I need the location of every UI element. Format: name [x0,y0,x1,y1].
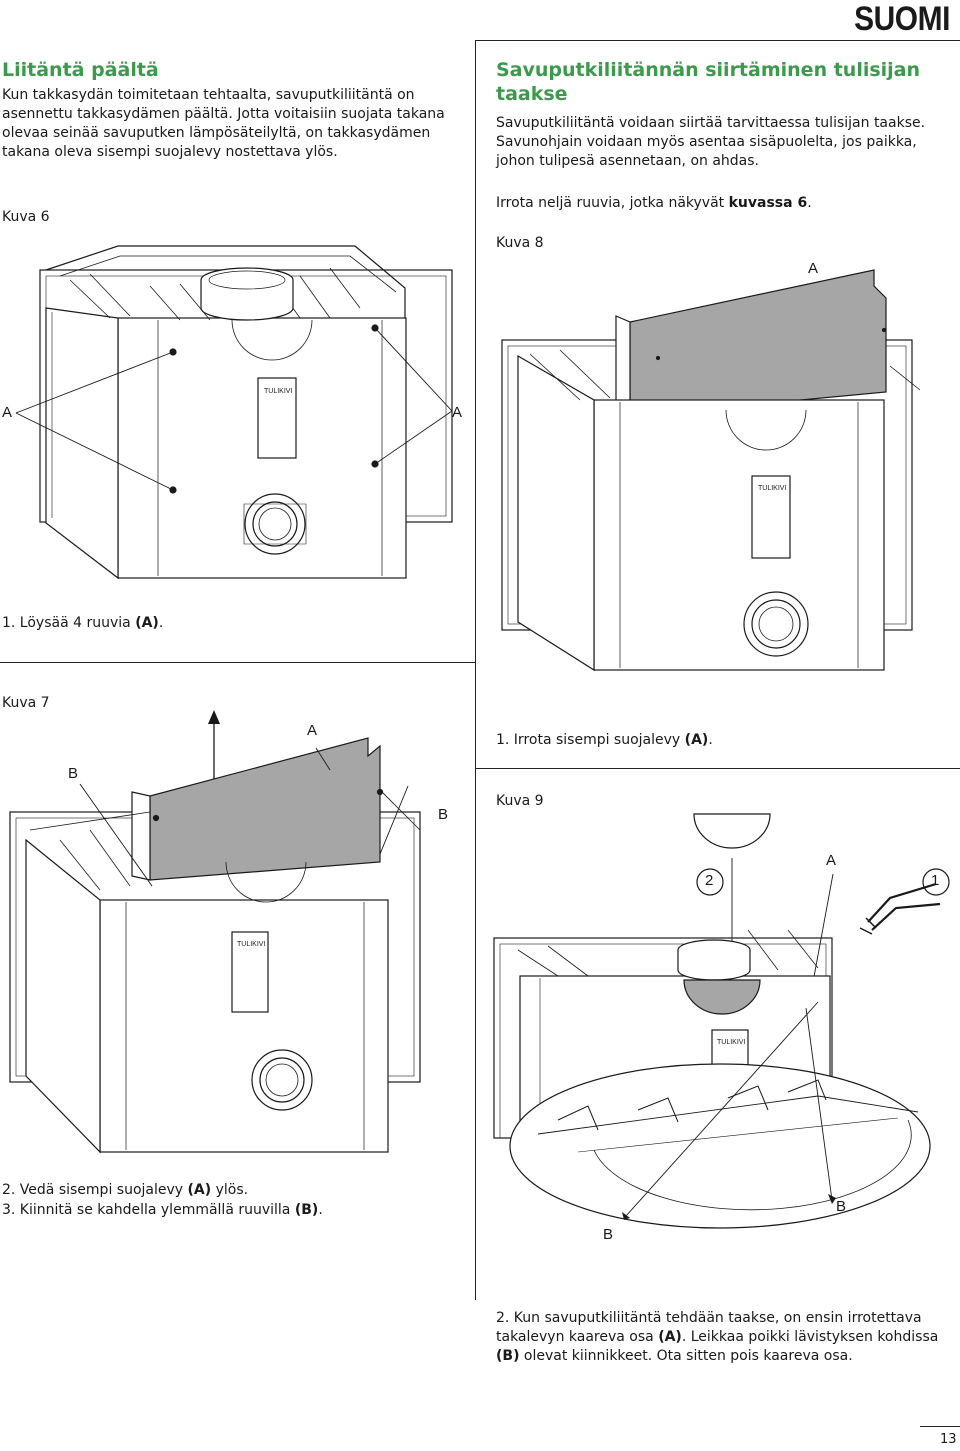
column-divider [475,40,476,1300]
left-section-rule [0,662,476,663]
right-para-2: Irrota neljä ruuvia, jotka näkyvät kuvas… [496,195,812,211]
svg-text:TULIKIVI: TULIKIVI [758,485,786,492]
figure-9-label-b-left: B [603,1226,614,1243]
left-section-title: Liitäntä päältä [2,59,159,81]
figure-6-illustration: TULIKIVI [15,245,453,580]
figure-9-label-b-right: B [836,1198,847,1215]
right-section-rule [476,768,960,769]
figure-8-label-a: A [808,260,819,277]
left-intro-text: Kun takkasydän toimitetaan tehtaalta, sa… [2,87,445,160]
figure-7-label-a: A [307,722,318,739]
figure-6-label-a-right: A [452,404,463,421]
figure-7-label-b-left: B [68,765,79,782]
right-para-1: Savuputkiliitäntä voidaan siirtää tarvit… [496,115,926,169]
language-label: SUOMI [854,0,950,38]
left-step-3: 3. Kiinnitä se kahdella ylemmällä ruuvil… [2,1202,323,1218]
right-step-2: 2. Kun savuputkiliitäntä tehdään taakse,… [496,1310,939,1364]
figure-9-illustration: TULIKIVI [493,813,950,1229]
figure-7-label-b-right: B [438,806,449,823]
figure-6-label-a-left: A [2,404,13,421]
figure-9-label-a: A [826,852,837,869]
page-number: 13 [940,1432,957,1447]
right-step-1: 1. Irrota sisempi suojalevy (A). [496,732,713,748]
svg-text:TULIKIVI: TULIKIVI [717,1039,745,1046]
figure-8-illustration: TULIKIVI [501,269,921,672]
footer-rule [920,1426,960,1427]
figure-9-circled-2: 2 [705,872,714,889]
figure-6-label: Kuva 6 [2,209,50,225]
figure-7-label: Kuva 7 [2,695,50,711]
left-step-2: 2. Vedä sisempi suojalevy (A) ylös. [2,1182,249,1198]
svg-text:TULIKIVI: TULIKIVI [264,388,292,395]
header-rule [476,40,960,41]
svg-text:TULIKIVI: TULIKIVI [237,941,265,948]
figure-9-circled-1: 1 [931,872,940,889]
left-step-1: 1. Löysää 4 ruuvia (A). [2,615,164,631]
figure-9-label: Kuva 9 [496,793,544,809]
figure-7-illustration: TULIKIVI [9,710,421,1154]
figure-8-label: Kuva 8 [496,235,544,251]
right-section-title: Savuputkiliitännän siirtäminen tulisijan… [496,59,921,105]
